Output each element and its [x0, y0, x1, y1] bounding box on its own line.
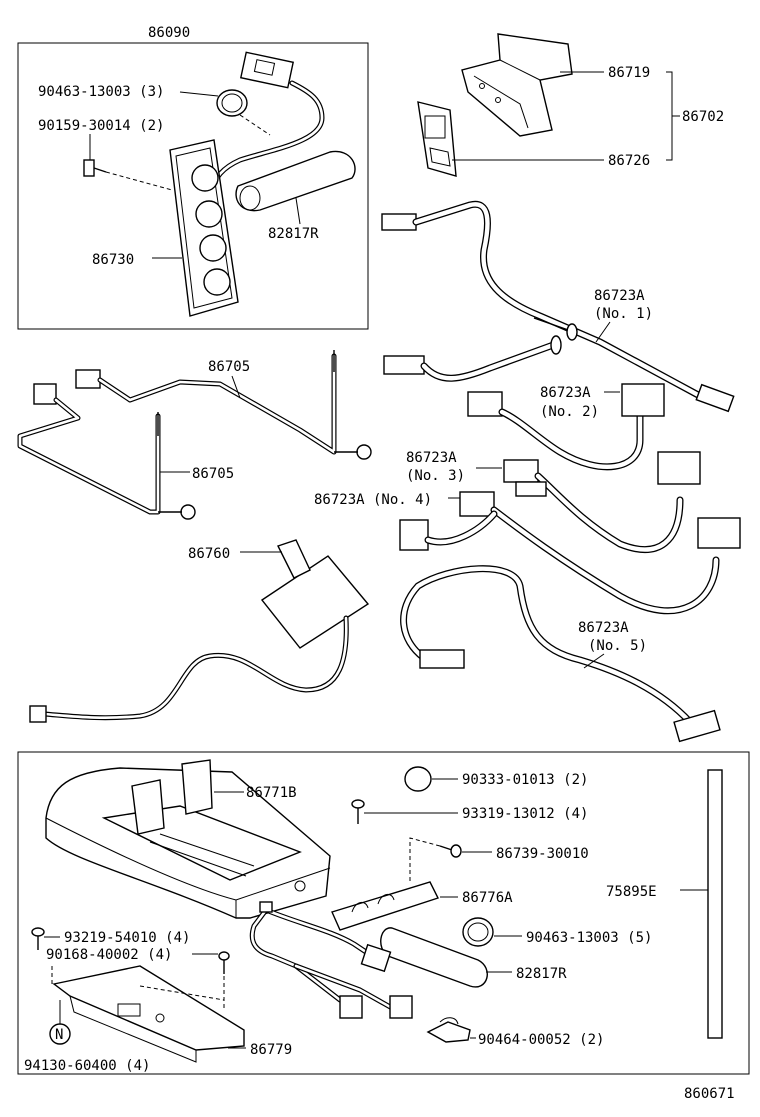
group-86090-title: 86090: [148, 25, 190, 41]
label-harness-2-no: (No. 2): [540, 404, 599, 420]
screw-93319: [351, 799, 365, 824]
harness-no3: [503, 451, 701, 553]
label-bracket-set: 86702: [682, 109, 724, 125]
label-cover-top: 82817R: [268, 226, 319, 242]
label-harness-5: 86723A: [578, 620, 629, 636]
grommet-90463-top: [216, 89, 248, 117]
plug-90333: [404, 766, 432, 792]
harness-no4: [399, 491, 741, 615]
label-harness-5-no: (No. 5): [588, 638, 647, 654]
group-bottom-frame: [17, 751, 750, 1075]
label-harness-4: 86723A (No. 4): [314, 492, 432, 508]
cover-82817R-top: [235, 150, 356, 212]
label-harness-3-no: (No. 3): [406, 468, 465, 484]
figure-number: 860671: [684, 1086, 735, 1102]
wire-86705-a: [75, 350, 372, 460]
strip-75895E: [707, 769, 723, 1039]
label-wire-b: 86705: [192, 466, 234, 482]
bracket-86719: [461, 33, 573, 137]
cover-86776A: [331, 881, 439, 931]
label-nut: 94130-60400 (4): [24, 1058, 150, 1074]
harness-no1-branch: [383, 335, 562, 382]
label-harness-3: 86723A: [406, 450, 457, 466]
label-plug: 90333-01013 (2): [462, 772, 588, 788]
screw-90159: [83, 159, 107, 177]
dash-screw-top: [105, 171, 173, 191]
grommet-90463-bottom: [462, 917, 494, 947]
harness-no2: [467, 383, 665, 471]
antenna-86760: [29, 539, 370, 723]
label-grommet-b: 90463-13003 (5): [526, 930, 652, 946]
label-screw-c: 86739-30010: [496, 846, 589, 862]
switch-panel-86730: [169, 139, 239, 317]
bracket-86726: [417, 101, 457, 177]
nut-mark: N: [55, 1027, 63, 1043]
wire-86705-b: [17, 383, 196, 520]
leader-grommet-top: [179, 91, 219, 97]
dash-grommet-top: [239, 114, 271, 136]
group-86090-frame: [17, 42, 369, 330]
console-box-86771B: [45, 759, 331, 919]
screw-93219: [31, 927, 45, 950]
label-cover-c: 82817R: [516, 966, 567, 982]
screw-86739: [439, 844, 462, 858]
leader-cover-top: [295, 197, 301, 225]
label-cover-b: 86776A: [462, 890, 513, 906]
label-bracket-b: 86726: [608, 153, 650, 169]
label-screw-e: 90168-40002 (4): [46, 947, 172, 963]
label-grommet-top: 90463-13003 (3): [38, 84, 164, 100]
screw-90168: [218, 951, 230, 974]
label-switch-panel: 86730: [92, 252, 134, 268]
label-wire-a: 86705: [208, 359, 250, 375]
label-harness-1-no: (No. 1): [594, 306, 653, 322]
bracket-86779: [51, 965, 245, 1063]
nut-94130: N: [49, 1000, 71, 1045]
harness-no1: [381, 200, 735, 413]
label-strip: 75895E: [606, 884, 657, 900]
label-bracket-c: 86779: [250, 1042, 292, 1058]
label-screw-d: 93219-54010 (4): [64, 930, 190, 946]
bracket-set-brace: [666, 71, 673, 161]
console-wiring: [249, 901, 413, 1019]
switch-connector: [209, 51, 325, 193]
label-antenna: 86760: [188, 546, 230, 562]
label-screw-top: 90159-30014 (2): [38, 118, 164, 134]
label-screw-b: 93319-13012 (4): [462, 806, 588, 822]
clamp-90464: [426, 1017, 471, 1043]
cover-82817R-bottom: [380, 927, 488, 988]
label-clamp: 90464-00052 (2): [478, 1032, 604, 1048]
label-bracket-a: 86719: [608, 65, 650, 81]
harness-no5: [400, 565, 721, 743]
label-harness-1: 86723A: [594, 288, 645, 304]
label-harness-2: 86723A: [540, 385, 591, 401]
label-box: 86771B: [246, 785, 297, 801]
